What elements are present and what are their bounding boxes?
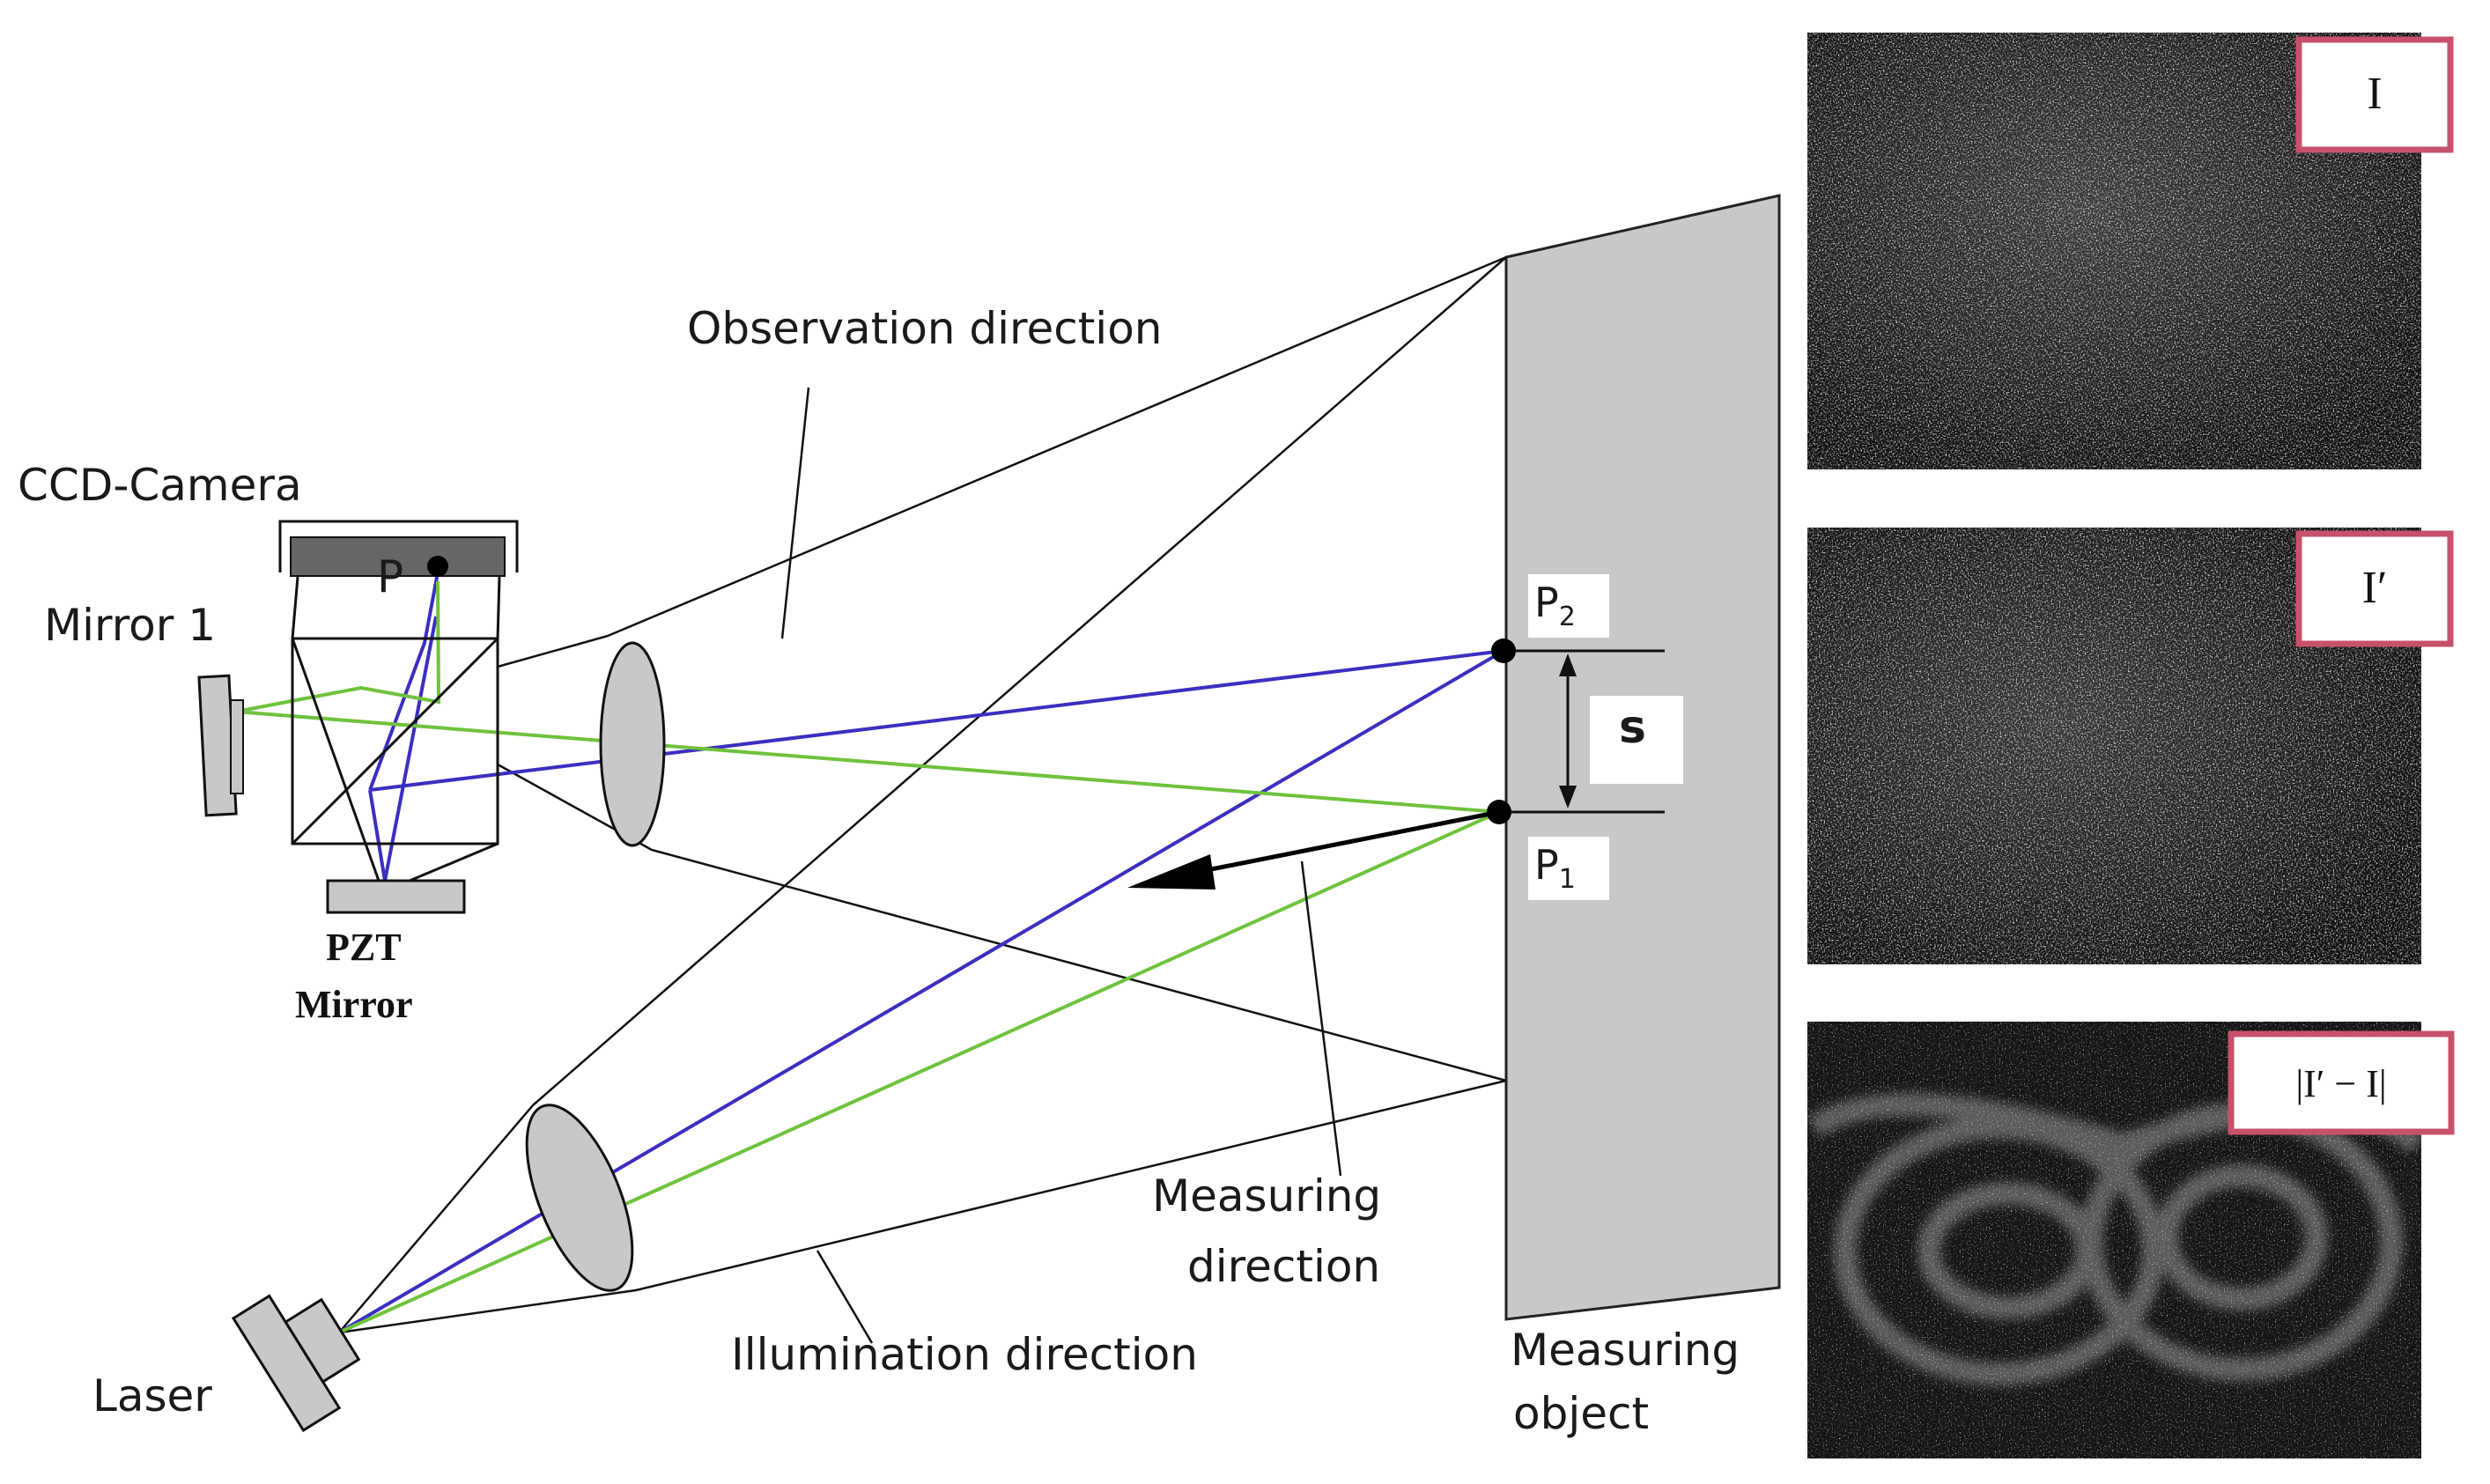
panel-i-prime-label: I′ (2362, 563, 2388, 613)
p2-label: P2 (1534, 579, 1576, 632)
measuring-direction-arrow (1127, 809, 1500, 890)
measuring-object-label-1: Measuring (1511, 1325, 1740, 1376)
ccd-camera-label: CCD-Camera (18, 460, 302, 511)
p1-label: P1 (1534, 841, 1576, 895)
beam-splitter-cube (291, 637, 499, 882)
observation-direction-label: Observation direction (687, 303, 1162, 354)
illumination-lens (525, 1104, 634, 1292)
pzt-label-line2: Mirror (295, 983, 413, 1026)
mirror-1-label: Mirror 1 (44, 600, 216, 651)
ccd-camera (278, 520, 519, 639)
measuring-direction-label-2: direction (1187, 1241, 1380, 1292)
blue-beams (337, 572, 1505, 1334)
illumination-cone (338, 256, 1507, 1334)
laser-label: Laser (92, 1370, 212, 1421)
measuring-direction-label-1: Measuring (1152, 1170, 1381, 1222)
speckle-panel-i-prime: I′ (1807, 528, 2454, 964)
pzt-label-line1: PZT (326, 926, 402, 969)
mirror-1 (197, 674, 244, 817)
point-p (427, 556, 448, 577)
p2-p1-markers (1487, 574, 1683, 900)
speckle-panel-i: I (1807, 33, 2454, 469)
point-p-label: P (377, 551, 403, 602)
illumination-direction-label: Illumination direction (731, 1329, 1198, 1380)
measuring-object-label-2: object (1513, 1388, 1649, 1439)
panel-i-label: I (2367, 69, 2382, 119)
s-label: s (1619, 701, 1646, 754)
panel-difference-label: |I′ − I| (2295, 1062, 2386, 1105)
leader-lines (780, 387, 1342, 1344)
fringe-panel-difference: |I′ − I| (1807, 1022, 2455, 1458)
pzt-mirror (326, 879, 466, 914)
laser (231, 1294, 361, 1433)
observation-lens (599, 641, 666, 847)
